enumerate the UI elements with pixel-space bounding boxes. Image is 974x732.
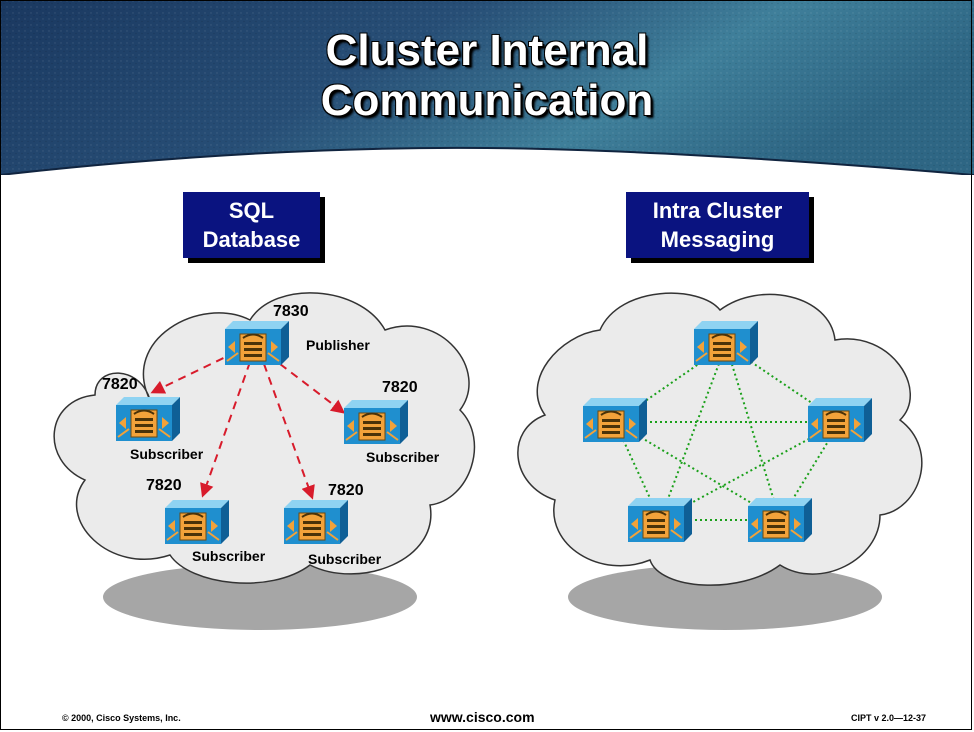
intra-cluster-messaging-label-line2: Messaging — [660, 227, 775, 252]
subscriber-model: 7820 — [382, 379, 418, 396]
replication-arrows — [150, 351, 346, 500]
footer-copyright: © 2000, Cisco Systems, Inc. — [62, 713, 181, 723]
footer-course-code: CIPT v 2.0—12-37 — [851, 713, 927, 723]
title-banner — [0, 0, 974, 175]
subscriber-model: 7820 — [102, 376, 138, 393]
left-cloud-shadow — [103, 564, 417, 630]
slide-title-line2: Communication — [320, 76, 654, 125]
publisher-model: 7830 — [273, 303, 309, 320]
slide-title: Cluster Internal Communication — [0, 26, 974, 126]
footer-url: www.cisco.com — [430, 709, 535, 725]
intra-cluster-messaging-label: Intra Cluster Messaging — [626, 192, 809, 258]
slide-title-line1: Cluster Internal — [325, 26, 649, 75]
right-cloud-shadow — [568, 564, 882, 630]
left-cloud — [53, 292, 476, 584]
subscriber-role: Subscriber — [130, 446, 204, 462]
sql-database-label-line2: Database — [202, 227, 301, 252]
sql-database-label: SQL Database — [183, 192, 320, 258]
publisher-role: Publisher — [306, 337, 370, 353]
right-cloud — [517, 292, 923, 586]
subscriber-model: 7820 — [146, 477, 182, 494]
subscriber-model: 7820 — [328, 482, 364, 499]
subscriber-role: Subscriber — [366, 449, 440, 465]
subscriber-role: Subscriber — [308, 551, 382, 567]
sql-database-label-line1: SQL — [228, 198, 275, 223]
intra-cluster-messaging-label-line1: Intra Cluster — [652, 198, 783, 223]
subscriber-role: Subscriber — [192, 548, 266, 564]
